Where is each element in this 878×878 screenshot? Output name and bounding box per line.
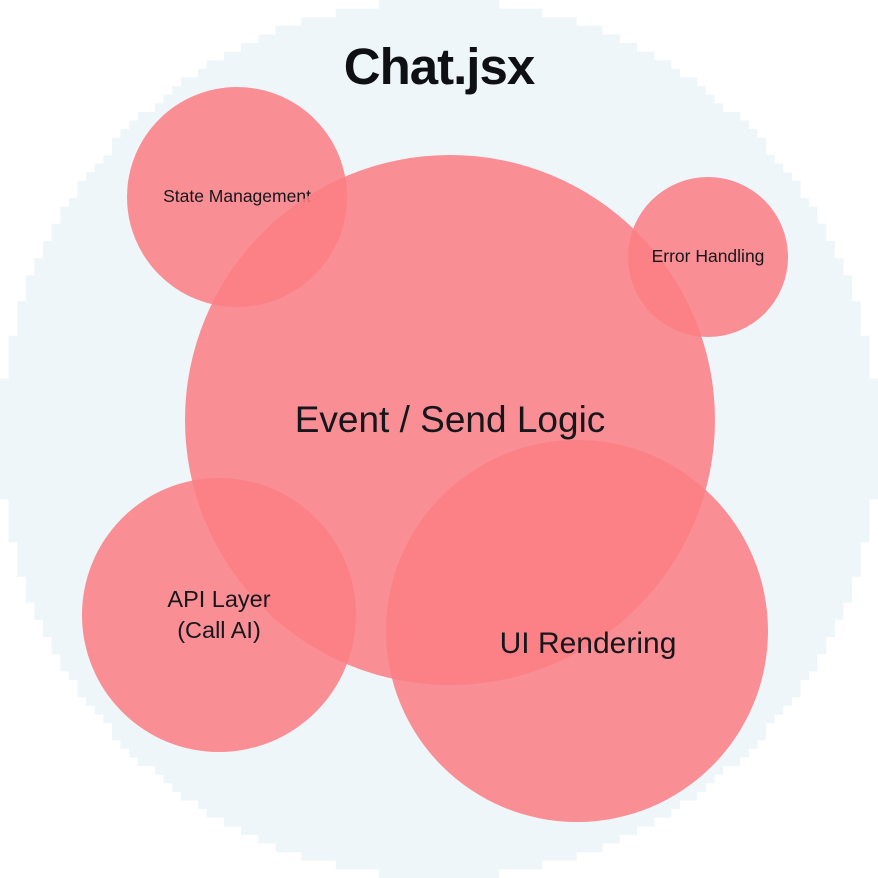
bubble-api-layer-label: API Layer (Call AI) — [167, 584, 270, 646]
bubble-error-handling-label: Error Handling — [651, 246, 765, 267]
bubble-ui-rendering-label: UI Rendering — [499, 627, 677, 661]
bubble-api-layer: API Layer (Call AI) — [82, 478, 356, 752]
bubble-ui-rendering: UI Rendering — [386, 440, 768, 822]
bubble-error-handling: Error Handling — [628, 177, 788, 337]
page-title: Chat.jsx — [343, 38, 535, 95]
bubble-state-management-label: State Management — [163, 186, 311, 207]
bubble-api-layer-line2: (Call AI) — [177, 617, 261, 643]
bubble-api-layer-line1: API Layer — [167, 585, 271, 612]
bubble-event-send-logic-label: Event / Send Logic — [294, 398, 606, 440]
